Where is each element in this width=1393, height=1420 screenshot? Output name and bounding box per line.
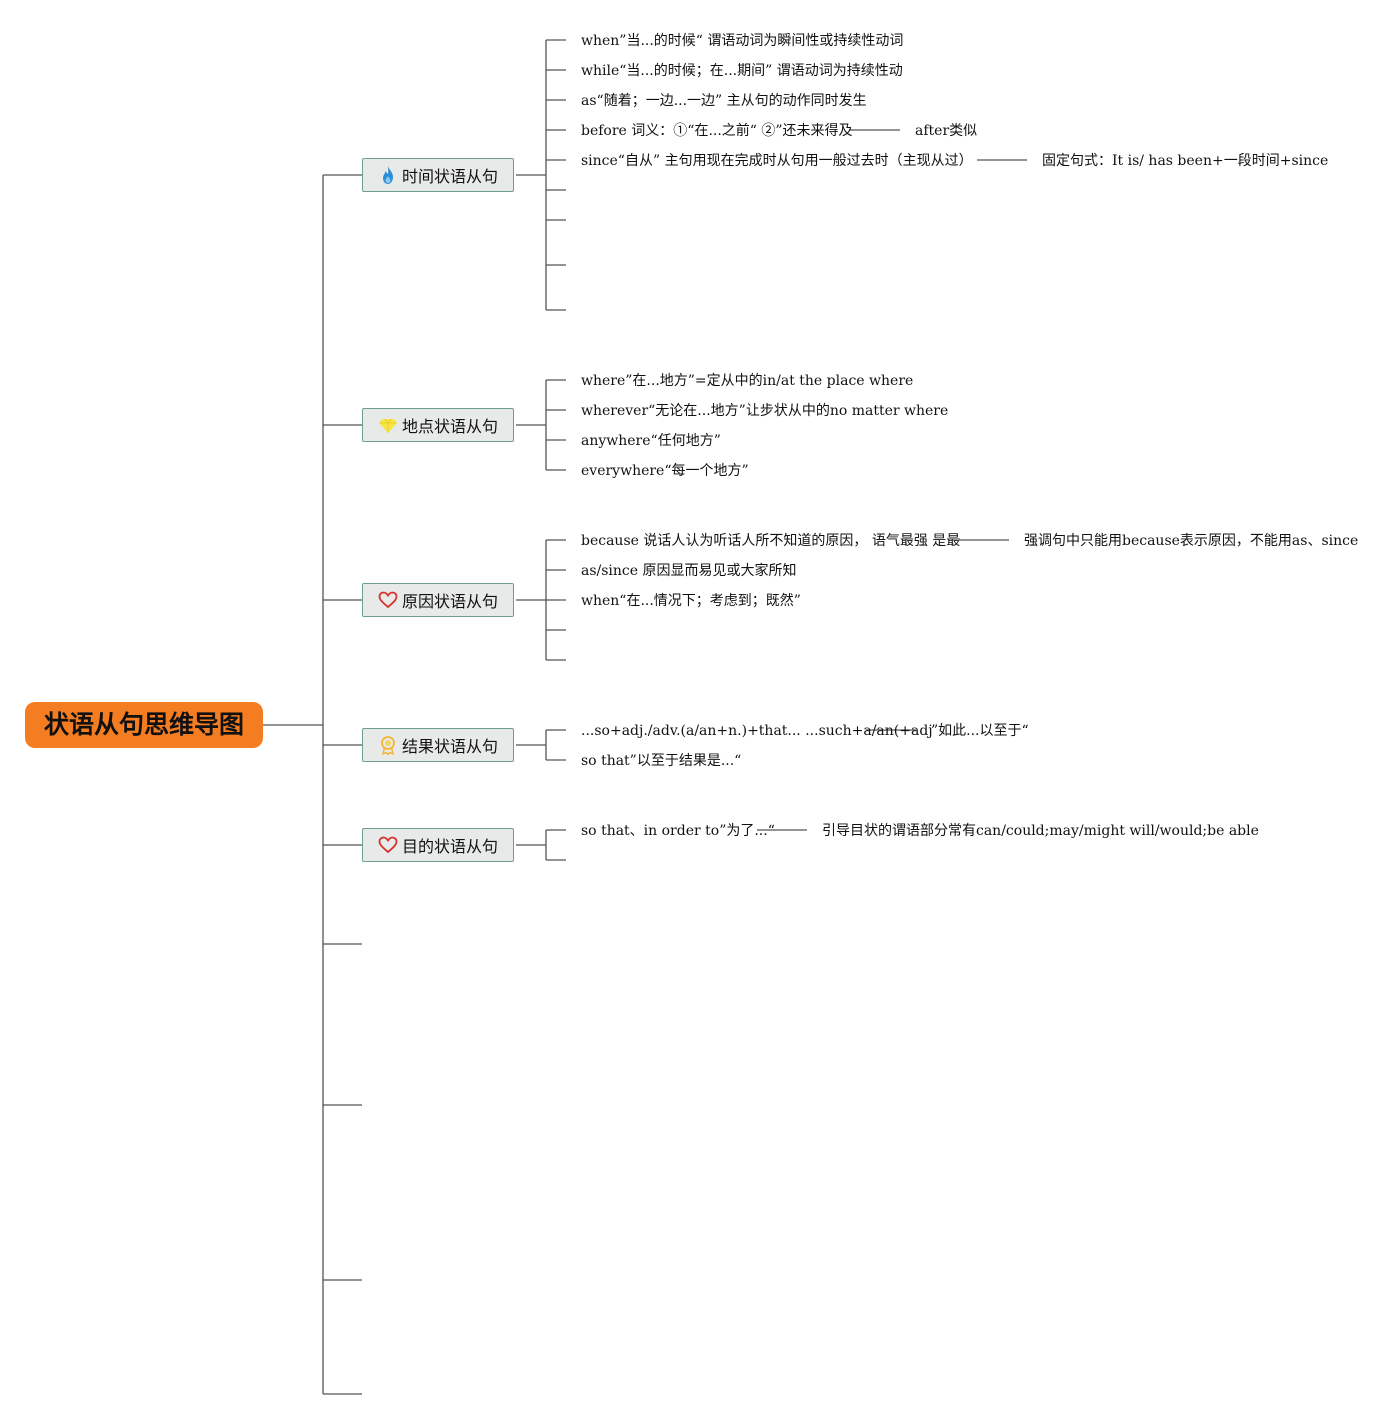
topic-label: 时间状语从句 — [401, 167, 498, 186]
leaf-so-such-note[interactable]: ”如此...以至于“ — [931, 723, 1029, 739]
leaf-before-note[interactable]: after类似 — [915, 123, 978, 139]
topic-reason-clause[interactable]: 原因状语从句 — [362, 583, 514, 617]
gem-icon — [378, 415, 398, 435]
leaf-so-that-purpose-note[interactable]: 引导目状的谓语部分常有can/could;may/might will/woul… — [822, 823, 1259, 839]
leaf-when[interactable]: when”当...的时候“ 谓语动词为瞬间性或持续性动词 — [581, 33, 904, 49]
heart-icon — [378, 835, 398, 855]
leaf-where[interactable]: where”在...地方”=定从中的in/at the place where — [581, 373, 914, 389]
leaf-so-that-result[interactable]: so that”以至于结果是...“ — [581, 753, 742, 769]
topic-label: 目的状语从句 — [401, 837, 498, 856]
leaf-wherever[interactable]: wherever“无论在...地方”让步状从中的no matter where — [581, 403, 949, 419]
topic-purpose-clause[interactable]: 目的状语从句 — [362, 828, 514, 862]
topic-place-clause[interactable]: 地点状语从句 — [362, 408, 514, 442]
leaf-before[interactable]: before 词义：①“在...之前“ ②”还未来得及 — [581, 123, 853, 139]
award-icon — [378, 735, 398, 755]
leaf-anywhere[interactable]: anywhere“任何地方” — [581, 433, 721, 449]
root-topic[interactable]: 状语从句思维导图 — [25, 702, 263, 748]
leaf-everywhere[interactable]: everywhere“每一个地方” — [581, 463, 749, 479]
leaf-so-that-purpose[interactable]: so that、in order to”为了...“ — [581, 823, 775, 839]
leaf-as[interactable]: as“随着；一边...一边” 主从句的动作同时发生 — [581, 93, 867, 109]
topic-label: 结果状语从句 — [401, 737, 498, 756]
leaf-because[interactable]: because 说话人认为听话人所不知道的原因， 语气最强 是最 — [581, 533, 961, 549]
topic-label: 原因状语从句 — [401, 592, 498, 611]
leaf-as-since[interactable]: as/since 原因显而易见或大家所知 — [581, 563, 797, 579]
topic-time-clause[interactable]: 时间状语从句 — [362, 158, 514, 192]
leaf-because-note[interactable]: 强调句中只能用because表示原因，不能用as、since — [1024, 533, 1359, 549]
leaf-so-such[interactable]: ...so+adj./adv.(a/an+n.)+that... ...such… — [581, 723, 933, 739]
fire-icon — [378, 165, 398, 185]
leaf-since-note[interactable]: 固定句式：It is/ has been+一段时间+since — [1042, 153, 1329, 169]
topic-result-clause[interactable]: 结果状语从句 — [362, 728, 514, 762]
leaf-when-reason[interactable]: when“在...情况下；考虑到；既然” — [581, 593, 801, 609]
heart-icon — [378, 590, 398, 610]
leaf-since[interactable]: since“自从” 主句用现在完成时从句用一般过去时（主现从过） — [581, 153, 973, 169]
leaf-while[interactable]: while“当...的时候；在...期间” 谓语动词为持续性动 — [581, 63, 903, 79]
topic-label: 地点状语从句 — [401, 417, 498, 436]
